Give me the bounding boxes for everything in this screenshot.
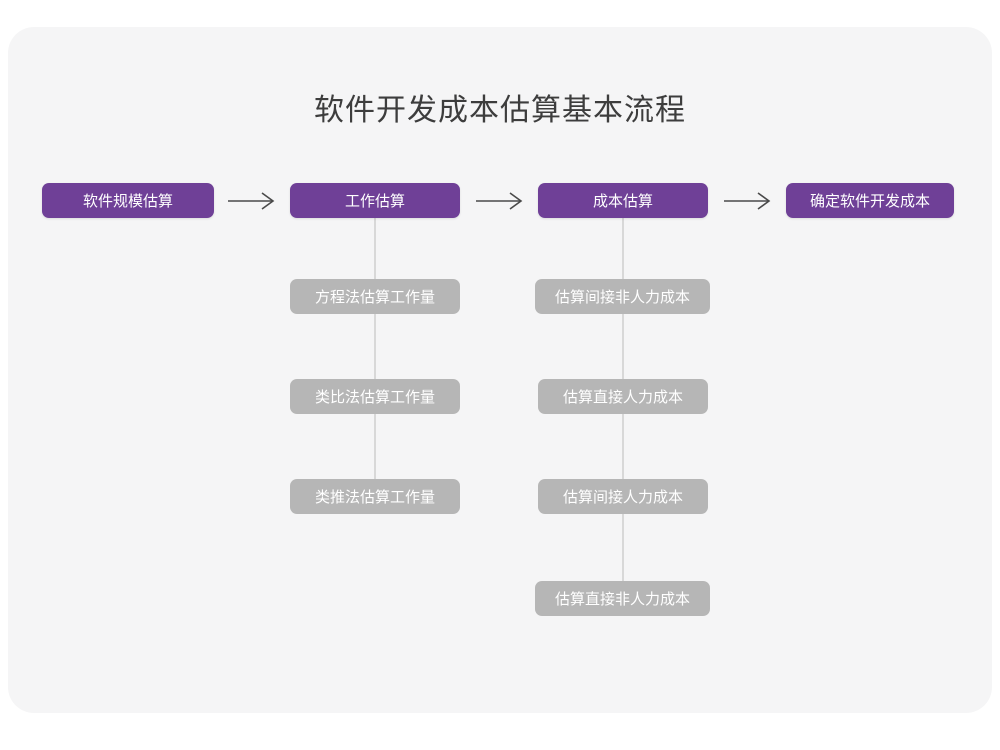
page-title: 软件开发成本估算基本流程 <box>314 94 686 127</box>
branch-node-direct-nonlabor-cost[interactable]: 估算直接非人力成本 <box>535 581 710 616</box>
branch-node-label: 估算间接非人力成本 <box>554 289 690 306</box>
branch-node-label: 估算间接人力成本 <box>562 489 683 506</box>
branch-node-label: 类推法估算工作量 <box>314 489 435 506</box>
flow-arrow-3-icon <box>724 190 774 212</box>
branch-node-label: 估算直接非人力成本 <box>554 591 690 608</box>
branch-node-analogy-method-workload[interactable]: 类比法估算工作量 <box>290 379 460 414</box>
flow-step-label: 成本估算 <box>592 193 653 210</box>
branch-node-inference-method-workload[interactable]: 类推法估算工作量 <box>290 479 460 514</box>
branch-node-direct-labor-cost[interactable]: 估算直接人力成本 <box>538 379 708 414</box>
flow-step-determine-development-cost[interactable]: 确定软件开发成本 <box>786 183 954 218</box>
branch-node-equation-method-workload[interactable]: 方程法估算工作量 <box>290 279 460 314</box>
flow-arrow-1-icon <box>228 190 278 212</box>
branch-node-label: 估算直接人力成本 <box>562 389 683 406</box>
branch-node-label: 类比法估算工作量 <box>314 389 435 406</box>
flow-step-label: 确定软件开发成本 <box>809 193 930 210</box>
flow-step-label: 软件规模估算 <box>82 193 173 210</box>
diagram-card-background <box>8 27 992 713</box>
branch-node-indirect-labor-cost[interactable]: 估算间接人力成本 <box>538 479 708 514</box>
branch-node-label: 方程法估算工作量 <box>314 289 435 306</box>
flow-step-cost-estimation[interactable]: 成本估算 <box>538 183 708 218</box>
flow-step-label: 工作估算 <box>344 193 405 210</box>
connector-line-work <box>374 218 376 503</box>
flow-step-software-scale-estimation[interactable]: 软件规模估算 <box>42 183 214 218</box>
branch-node-indirect-nonlabor-cost[interactable]: 估算间接非人力成本 <box>535 279 710 314</box>
flow-arrow-2-icon <box>476 190 526 212</box>
flow-step-work-estimation[interactable]: 工作估算 <box>290 183 460 218</box>
